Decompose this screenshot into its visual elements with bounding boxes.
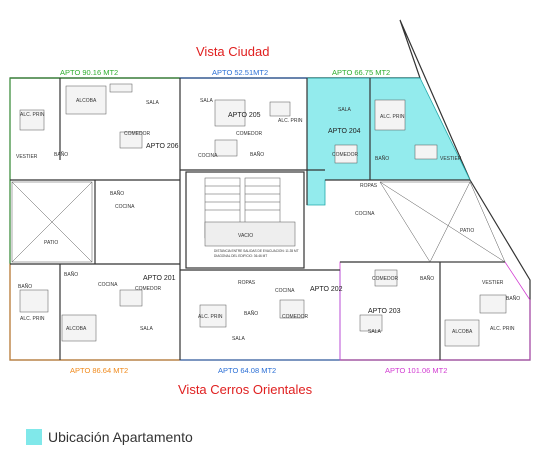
room-label: BAÑO [110, 190, 124, 197]
room-label: ALCOBA [452, 329, 473, 335]
room-label: SALA [338, 107, 351, 113]
room-label: VESTIER [482, 280, 504, 286]
room-label: ALCOBA [66, 326, 87, 332]
area-label-206: APTO 90.16 MT2 [60, 68, 118, 77]
room-label: SALA [200, 98, 213, 104]
stair-core [185, 171, 305, 269]
area-label-203: APTO 101.06 MT2 [385, 366, 447, 375]
area-label-201: APTO 86.64 MT2 [70, 366, 128, 375]
room-label: BAÑO [250, 151, 264, 158]
room-label: ALCOBA [76, 98, 97, 104]
legend: Ubicación Apartamento [26, 428, 193, 446]
room-label: COCINA [98, 282, 118, 288]
room-label: VESTIER [440, 156, 462, 162]
apartment-206-label: APTO 206 [146, 143, 179, 150]
room-label: ROPAS [238, 280, 256, 286]
room-label: SALA [368, 329, 381, 335]
room-label: COMEDOR [124, 131, 151, 137]
room-label: COCINA [355, 211, 375, 217]
room-label: ROPAS [360, 183, 378, 189]
room-label: COMEDOR [372, 276, 399, 282]
room-label: VESTIER [16, 154, 38, 160]
view-top-label: Vista Ciudad [196, 44, 269, 59]
view-bottom-label: Vista Cerros Orientales [178, 382, 313, 397]
room-label: PATIO [460, 228, 474, 234]
legend-swatch [26, 429, 42, 445]
apartment-201-label: APTO 201 [143, 275, 176, 282]
furniture [19, 83, 507, 347]
room-label: BAÑO [244, 310, 258, 317]
room-label: VACIO [238, 233, 253, 239]
area-label-202: APTO 64.08 MT2 [218, 366, 276, 375]
room-label: COCINA [115, 204, 135, 210]
room-label: BAÑO [18, 283, 32, 290]
room-label: ALC. PRIN [490, 326, 515, 332]
room-label: BAÑO [375, 155, 389, 162]
room-label: BAÑO [54, 151, 68, 158]
room-label: SALA [232, 336, 245, 342]
patio-right [379, 181, 506, 263]
apartment-205-label: APTO 205 [228, 112, 261, 119]
apartment-204-label: APTO 204 [328, 128, 361, 135]
room-label: SALA [140, 326, 153, 332]
patio-left [11, 181, 93, 263]
diagonal-note: DIAGONAL DEL EDIFICIO: 36.46 MT [214, 254, 267, 258]
room-label: ALC. PRIN [198, 314, 223, 320]
room-label: ALC. PRIN [278, 118, 303, 124]
room-label: BAÑO [420, 275, 434, 282]
room-label: COMEDOR [236, 131, 263, 137]
room-label: COCINA [198, 153, 218, 159]
apartment-202-label: APTO 202 [310, 286, 343, 293]
room-label: COMEDOR [135, 286, 162, 292]
room-label: COMEDOR [282, 314, 309, 320]
room-label: BAÑO [64, 271, 78, 278]
legend-label: Ubicación Apartamento [48, 429, 193, 445]
room-label: PATIO [44, 240, 58, 246]
apartment-203-label: APTO 203 [368, 308, 401, 315]
room-label: COMEDOR [332, 152, 359, 158]
room-label: COCINA [275, 288, 295, 294]
room-label: BAÑO [506, 295, 520, 302]
area-label-205: APTO 52.51MT2 [212, 68, 268, 77]
room-label: ALC. PRIN [20, 112, 45, 118]
evacuation-note: DISTANCIA ENTRE SALIDAS DE EVACUACION: 1… [214, 249, 299, 253]
room-label: ALC. PRIN [20, 316, 45, 322]
area-label-204: APTO 66.75 MT2 [332, 68, 390, 77]
room-label: ALC. PRIN [380, 114, 405, 120]
room-label: SALA [146, 100, 159, 106]
